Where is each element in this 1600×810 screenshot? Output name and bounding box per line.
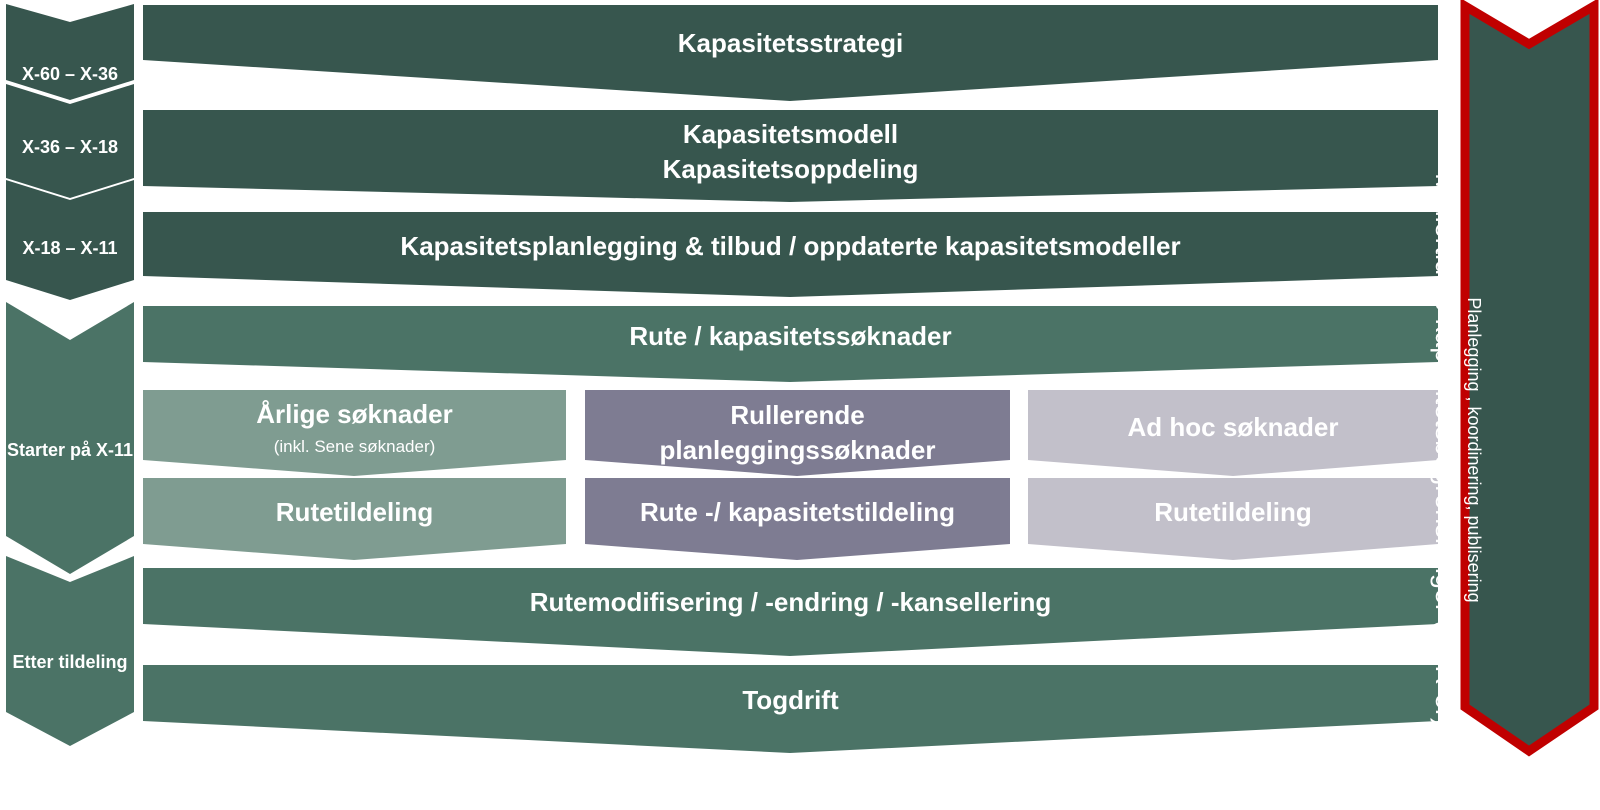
phase-chevron-after: Etter tildeling bbox=[6, 556, 134, 746]
phase-chevron-x18: X-18 – X-11 bbox=[6, 180, 134, 300]
phase-chevron-x36: X-36 – X-18 bbox=[6, 84, 134, 198]
row-label-rutemodifisering: Rutemodifisering / -endring / -kanseller… bbox=[529, 587, 1052, 618]
sidebar-line-1: Planlegging , koordinering, publisering bbox=[1463, 297, 1484, 603]
row-label-togdrift: Togdrift bbox=[742, 685, 839, 716]
row-label-kapasitetsplanlegging: Kapasitetsplanlegging & tilbud / oppdate… bbox=[400, 231, 1181, 262]
label-rute-kapasitetstildeling: Rute -/ kapasitetstildeling bbox=[640, 497, 955, 528]
rullerende-line-1: Rullerende bbox=[730, 399, 865, 430]
box-rullerende-soknader: Rullerende planleggingssøknader bbox=[585, 390, 1010, 476]
phase-label-x36: X-36 – X-18 bbox=[21, 136, 119, 157]
phase-label-x60: X-60 – X-36 bbox=[21, 63, 119, 84]
box-rute-kapasitetstildeling: Rute -/ kapasitetstildeling bbox=[585, 478, 1010, 560]
label-rullerende-soknader: Rullerende planleggingssøknader bbox=[585, 390, 1010, 476]
arlige-title: Årlige søknader bbox=[256, 398, 453, 429]
phase-chevron-x60: X-60 – X-36 bbox=[6, 4, 134, 100]
row-label-kapasitetsmodell: Kapasitetsmodell Kapasitetsoppdeling bbox=[143, 110, 1438, 194]
box-adhoc-soknader: Ad hoc søknader bbox=[1028, 390, 1438, 476]
row-togdrift: Togdrift bbox=[143, 665, 1438, 753]
arlige-subtitle: (inkl. Sene søknader) bbox=[273, 437, 436, 457]
row-rute-kapasitetssoknader: Rute / kapasitetssøknader bbox=[143, 306, 1438, 382]
sidebar-line-2: Midlertidige kapasitetsbegrensninger (TC… bbox=[1429, 173, 1460, 727]
label-arlige-soknader: Årlige søknader (inkl. Sene søknader) bbox=[143, 390, 566, 466]
row-rutemodifisering: Rutemodifisering / -endring / -kanseller… bbox=[143, 568, 1438, 656]
modell-line-2: Kapasitetsoppdeling bbox=[662, 154, 919, 184]
phase-label-x18: X-18 – X-11 bbox=[22, 237, 118, 258]
phase-chevron-start: Starter på X-11 bbox=[6, 302, 134, 574]
label-rutetildeling-1: Rutetildeling bbox=[275, 497, 434, 528]
modell-line-1: Kapasitetsmodell bbox=[682, 118, 899, 149]
label-rutetildeling-2: Rutetildeling bbox=[1154, 497, 1312, 528]
box-arlige-soknader: Årlige søknader (inkl. Sene søknader) bbox=[143, 390, 566, 476]
sidebar-tcr-arrow bbox=[1459, 0, 1600, 757]
row-kapasitetsmodell: Kapasitetsmodell Kapasitetsoppdeling bbox=[143, 110, 1438, 202]
sidebar-tcr-label: Planlegging , koordinering, publisering … bbox=[1390, 90, 1522, 810]
rullerende-line-2: planleggingssøknader bbox=[659, 435, 936, 465]
phase-label-start: Starter på X-11 bbox=[6, 439, 134, 460]
box-rutetildeling-1: Rutetildeling bbox=[143, 478, 566, 560]
row-kapasitetsplanlegging: Kapasitetsplanlegging & tilbud / oppdate… bbox=[143, 212, 1438, 297]
box-rutetildeling-2: Rutetildeling bbox=[1028, 478, 1438, 560]
row-kapasitetsstrategi: Kapasitetsstrategi bbox=[143, 5, 1438, 101]
row-label-kapasitetsstrategi: Kapasitetsstrategi bbox=[677, 28, 904, 59]
label-adhoc-soknader: Ad hoc søknader bbox=[1127, 412, 1339, 443]
row-label-rute-kapasitetssoknader: Rute / kapasitetssøknader bbox=[629, 321, 952, 352]
phase-label-after: Etter tildeling bbox=[12, 651, 128, 672]
